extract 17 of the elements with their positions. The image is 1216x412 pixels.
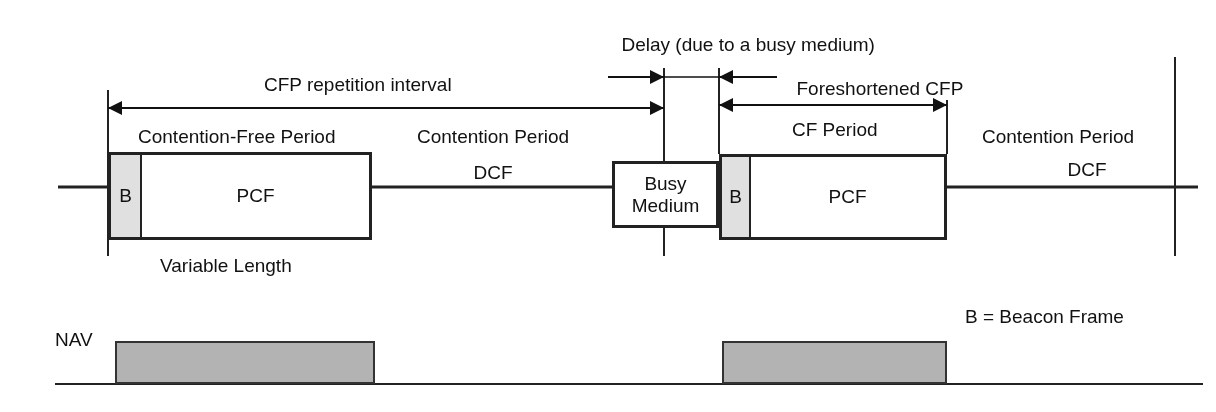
- function-label: DCF: [473, 162, 513, 184]
- function-label: DCF: [1067, 159, 1107, 181]
- pcf-period-box: PCF: [749, 154, 947, 240]
- row-label: NAV: [55, 329, 93, 351]
- length-label: Variable Length: [160, 255, 292, 277]
- period-label: CF Period: [792, 119, 878, 141]
- pcf-period-box: PCF: [140, 152, 372, 240]
- busy-medium-box: Busy Medium: [612, 161, 719, 228]
- interval-label: CFP repetition interval: [264, 74, 452, 96]
- period-label: Contention Period: [982, 126, 1135, 148]
- nav-bar: [722, 341, 947, 384]
- annotation-text: Delay (due to a busy medium): [621, 34, 875, 56]
- interval-label: Foreshortened CFP: [796, 78, 964, 100]
- nav-bar: [115, 341, 375, 384]
- period-label: Contention Period: [417, 126, 570, 148]
- legend-note: B = Beacon Frame: [965, 306, 1124, 328]
- period-label: Contention-Free Period: [138, 126, 336, 148]
